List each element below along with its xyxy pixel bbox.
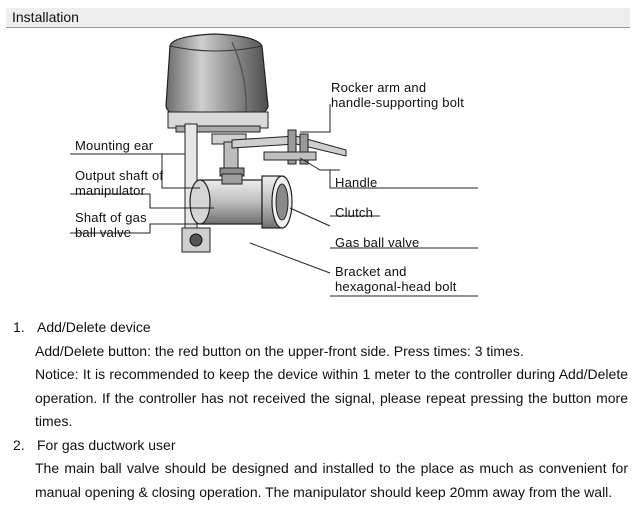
rocker-arm-handle	[231, 129, 347, 165]
header-title: Installation	[12, 9, 79, 25]
gas-ball-valve	[189, 173, 293, 229]
label-bracket-bolt: Bracket and hexagonal-head bolt	[335, 264, 457, 294]
paragraph: Add/Delete button: the red button on the…	[35, 342, 524, 359]
valve-diagram-illustration	[70, 33, 478, 297]
label-mounting-ear: Mounting ear	[75, 138, 154, 153]
section-add-delete: 1. Add/Delete device Add/Delete button: t…	[0, 316, 639, 434]
label-clutch: Clutch	[335, 205, 374, 220]
leader-lines	[70, 104, 478, 297]
manipulator-body	[165, 33, 269, 133]
section-number: 1.	[13, 319, 25, 335]
section-title: Add/Delete device	[37, 319, 151, 335]
section-header: Installation	[6, 8, 630, 28]
paragraph: Notice: It is recommended to keep the de…	[35, 366, 628, 429]
label-shaft-gas-valve: Shaft of gas ball valve	[75, 210, 147, 240]
section-number: 2.	[13, 436, 25, 453]
label-output-shaft: Output shaft of manipulator	[75, 168, 164, 198]
section-title: For gas ductwork user	[37, 436, 176, 453]
label-rocker-arm: Rocker arm and handle-supporting bolt	[331, 80, 465, 110]
section-gas-ductwork: 2. For gas ductwork user The main ball va…	[0, 434, 639, 505]
installation-diagram: Mounting ear Output shaft of manipulator…	[0, 28, 639, 308]
header-underline	[6, 27, 630, 28]
instructions: 1. Add/Delete device Add/Delete button: t…	[0, 316, 639, 504]
label-gas-ball-valve: Gas ball valve	[335, 235, 420, 250]
label-handle: Handle	[335, 175, 378, 190]
paragraph: The main ball valve should be designed a…	[35, 460, 628, 500]
